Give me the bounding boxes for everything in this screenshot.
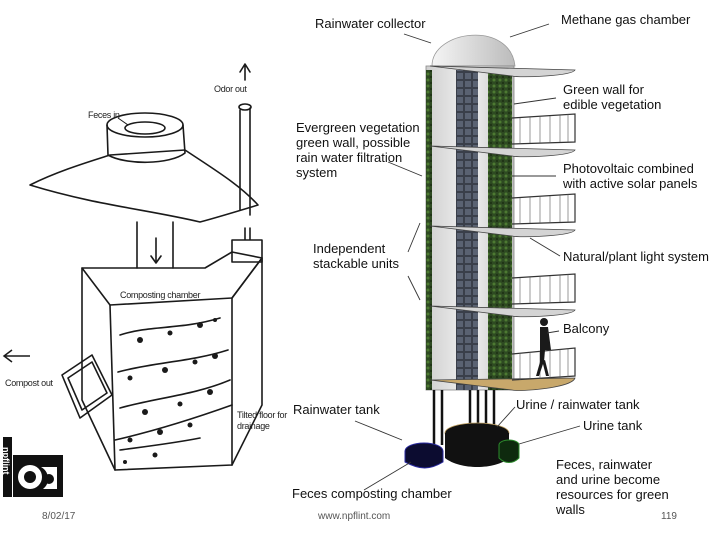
rainwater-collector-label: Rainwater collector [315, 16, 426, 31]
balcony-label: Balcony [563, 321, 610, 336]
feces-line4: walls [556, 502, 585, 517]
urine-tank-label: Urine tank [583, 418, 643, 433]
feces-in-label: Feces in [88, 110, 120, 120]
evergreen-label: Evergreen vegetation green wall, possibl… [296, 120, 420, 180]
green-wall-line2: edible vegetation [563, 97, 662, 112]
pv-line1: Photovoltaic combined [563, 161, 694, 176]
footer-date: 8/02/17 [42, 511, 76, 522]
independent-line1: Independent [313, 241, 386, 256]
footer-url: www.npflint.com [318, 511, 391, 522]
natural-light-label: Natural/plant light system [563, 249, 709, 264]
evergreen-line3: rain water filtration [296, 150, 403, 165]
odor-out-label: Odor out [214, 84, 247, 94]
independent-units-label: Independent stackable units [313, 241, 399, 271]
evergreen-line4: system [296, 165, 338, 180]
person-figure [536, 318, 551, 376]
tilted-floor-label: Tilted floor for drainage [237, 410, 287, 431]
footer-page: 119 [661, 511, 677, 522]
evergreen-line2: green wall, possible [296, 135, 411, 150]
pv-line2: with active solar panels [563, 176, 698, 191]
logo-mark-icon [3, 437, 63, 497]
green-wall-line1: Green wall for [563, 82, 644, 97]
rainwater-tank-label: Rainwater tank [293, 402, 380, 417]
feces-resources-label: Feces, rainwater and urine become resour… [556, 457, 669, 517]
feces-composting-label: Feces composting chamber [292, 486, 452, 501]
independent-line2: stackable units [313, 256, 399, 271]
composting-chamber-label: Composting chamber [120, 290, 201, 300]
compost-out-label: Compost out [5, 378, 53, 388]
methane-chamber-label: Methane gas chamber [561, 12, 691, 27]
feces-line3: resources for green [556, 487, 669, 502]
feces-line1: Feces, rainwater [556, 457, 653, 472]
green-wall-label: Green wall for edible vegetation [563, 82, 661, 112]
urine-rainwater-tank-label: Urine / rainwater tank [516, 397, 640, 412]
npflint-logo: npflint [1, 437, 65, 499]
composting-toilet-sketch [2, 63, 263, 471]
evergreen-line1: Evergreen vegetation [296, 120, 420, 135]
feces-line2: and urine become [556, 472, 661, 487]
photovoltaic-label: Photovoltaic combined with active solar … [563, 161, 697, 191]
